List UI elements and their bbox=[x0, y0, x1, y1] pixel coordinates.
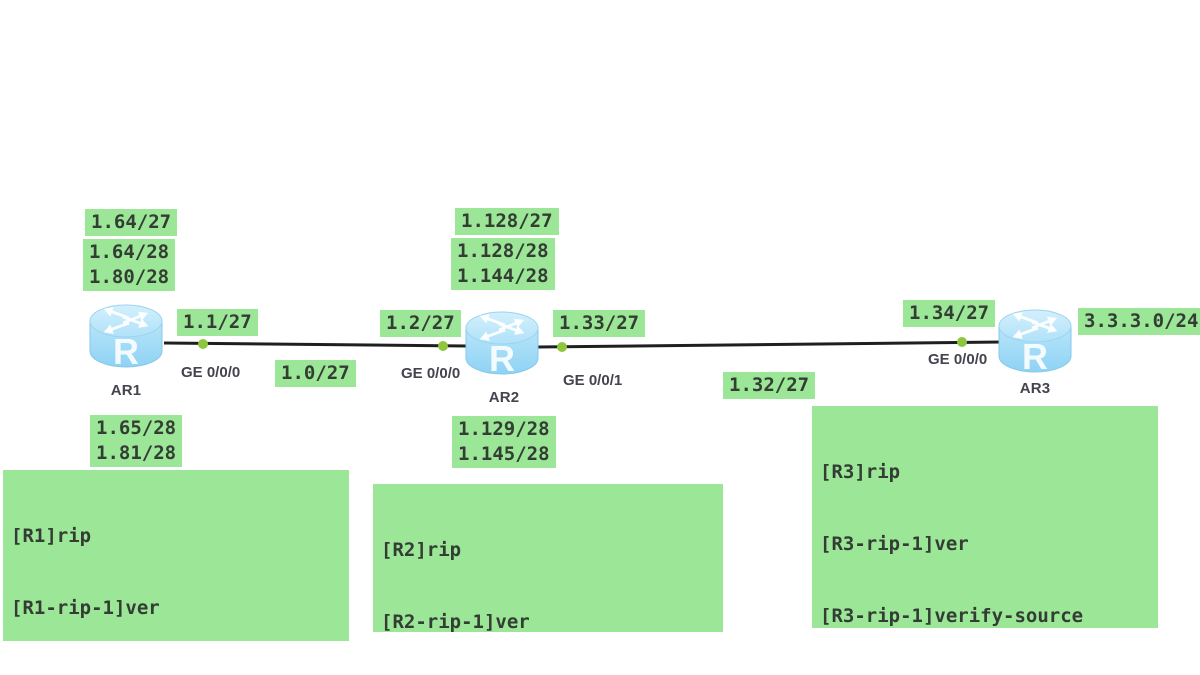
port-label-ar2-ge001: GE 0/0/1 bbox=[563, 372, 623, 389]
ip-label[interactable]: 1.2/27 bbox=[380, 310, 461, 337]
config-line: [R1]rip bbox=[11, 525, 92, 547]
port-status-dot bbox=[198, 339, 208, 349]
ip-label[interactable]: 1.65/28 1.81/28 bbox=[90, 415, 183, 467]
router-icon: R bbox=[465, 311, 539, 379]
port-status-dot bbox=[557, 342, 567, 352]
config-box-r1[interactable]: [R1]rip [R1-rip-1]ver [R1-rip-1]verify-s… bbox=[3, 470, 349, 641]
ip-label[interactable]: 1.32/27 bbox=[723, 372, 816, 399]
router-AR1[interactable]: R bbox=[87, 301, 165, 372]
ip-label[interactable]: 1.128/27 bbox=[455, 208, 559, 235]
config-line: [R1-rip-1]ver bbox=[11, 597, 160, 619]
port-status-dot bbox=[957, 337, 967, 347]
ip-label[interactable]: 1.1/27 bbox=[177, 309, 258, 336]
config-line: [R3-rip-1]verify-source bbox=[820, 605, 1084, 627]
router-r-glyph: R bbox=[489, 338, 515, 378]
port-label-ar3-ge000: GE 0/0/0 bbox=[928, 351, 988, 368]
router-AR3[interactable]: R bbox=[996, 306, 1074, 377]
ip-label[interactable]: 1.34/27 bbox=[903, 300, 996, 327]
link-ar1-ar2[interactable] bbox=[163, 341, 467, 348]
router-AR2[interactable]: R bbox=[463, 308, 541, 379]
router-name-AR3: AR3 bbox=[1019, 380, 1051, 397]
config-line: [R3-rip-1]ver bbox=[820, 533, 969, 555]
router-name-AR1: AR1 bbox=[110, 382, 142, 399]
config-line: [R2-rip-1]ver bbox=[381, 611, 530, 632]
port-label-ar1-ge000: GE 0/0/0 bbox=[181, 364, 241, 381]
router-r-glyph: R bbox=[113, 331, 139, 371]
port-status-dot bbox=[438, 341, 448, 351]
ip-label[interactable]: 1.33/27 bbox=[553, 310, 646, 337]
config-line: [R3]rip bbox=[820, 461, 901, 483]
ip-label[interactable]: 1.129/28 1.145/28 bbox=[452, 416, 556, 468]
link-ar2-ar3[interactable] bbox=[537, 340, 1003, 349]
ip-label[interactable]: 3.3.3.0/24 bbox=[1078, 308, 1200, 335]
router-name-AR2: AR2 bbox=[488, 389, 520, 406]
ip-label[interactable]: 1.64/28 1.80/28 bbox=[83, 239, 176, 291]
router-icon: R bbox=[89, 304, 163, 372]
ip-label[interactable]: 1.128/28 1.144/28 bbox=[451, 238, 555, 290]
config-box-r2[interactable]: [R2]rip [R2-rip-1]ver [R2-rip-1]verify-s… bbox=[373, 484, 723, 632]
router-r-glyph: R bbox=[1022, 336, 1048, 376]
ip-label[interactable]: 1.64/27 bbox=[85, 209, 178, 236]
port-label-ar2-ge000: GE 0/0/0 bbox=[401, 365, 461, 382]
ip-label[interactable]: 1.0/27 bbox=[275, 360, 356, 387]
router-icon: R bbox=[998, 309, 1072, 377]
config-box-r3[interactable]: [R3]rip [R3-rip-1]ver [R3-rip-1]verify-s… bbox=[812, 406, 1158, 628]
config-line: [R2]rip bbox=[381, 539, 462, 561]
